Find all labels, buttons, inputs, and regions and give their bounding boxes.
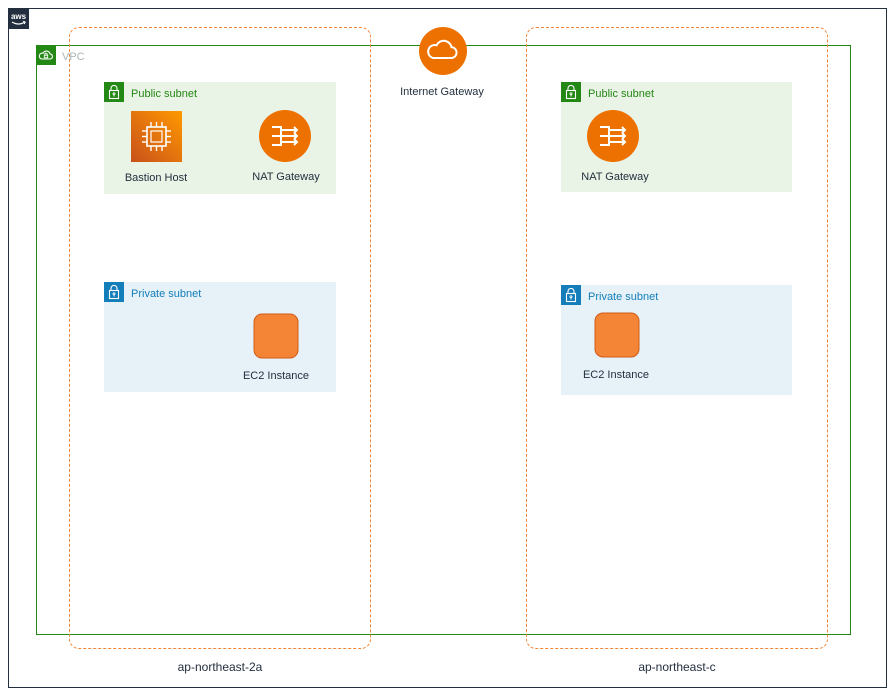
private-subnet-lock-icon (104, 282, 124, 302)
vpc-cloud-icon (36, 45, 56, 65)
public-subnet-lock-icon (104, 82, 124, 102)
nat-gateway-c-label: NAT Gateway (581, 171, 649, 183)
internet-gateway-label: Internet Gateway (400, 86, 484, 98)
aws-cloud-group (8, 8, 887, 688)
availability-zone-c-label: ap-northeast-c (638, 660, 716, 674)
availability-zone-a-label: ap-northeast-2a (177, 660, 263, 674)
public-subnet-c-label: Public subnet (588, 88, 655, 100)
private-subnet-a-label: Private subnet (131, 288, 202, 300)
nat-gateway-a-icon[interactable] (259, 110, 311, 162)
public-subnet-lock-icon (561, 82, 581, 102)
ec2-instance-c-label: EC2 Instance (582, 369, 650, 381)
bastion-host-label: Bastion Host (124, 172, 188, 184)
nat-gateway-a-label: NAT Gateway (252, 171, 320, 183)
nat-gateway-c-icon[interactable] (587, 110, 639, 162)
availability-zone-a (69, 27, 371, 649)
bastion-host-icon[interactable] (131, 111, 182, 162)
vpc-label: VPC (62, 51, 85, 63)
private-subnet-lock-icon (561, 285, 581, 305)
public-subnet-a-label: Public subnet (131, 88, 198, 100)
internet-gateway-icon[interactable] (419, 27, 467, 75)
availability-zone-c (526, 27, 828, 649)
ec2-instance-a-icon[interactable] (253, 313, 299, 359)
aws-logo-icon: aws (8, 8, 29, 29)
ec2-instance-a-label: EC2 Instance (242, 370, 310, 382)
private-subnet-c-label: Private subnet (588, 291, 659, 303)
aws-logo-text: aws (11, 12, 27, 21)
ec2-instance-c-icon[interactable] (594, 312, 640, 358)
